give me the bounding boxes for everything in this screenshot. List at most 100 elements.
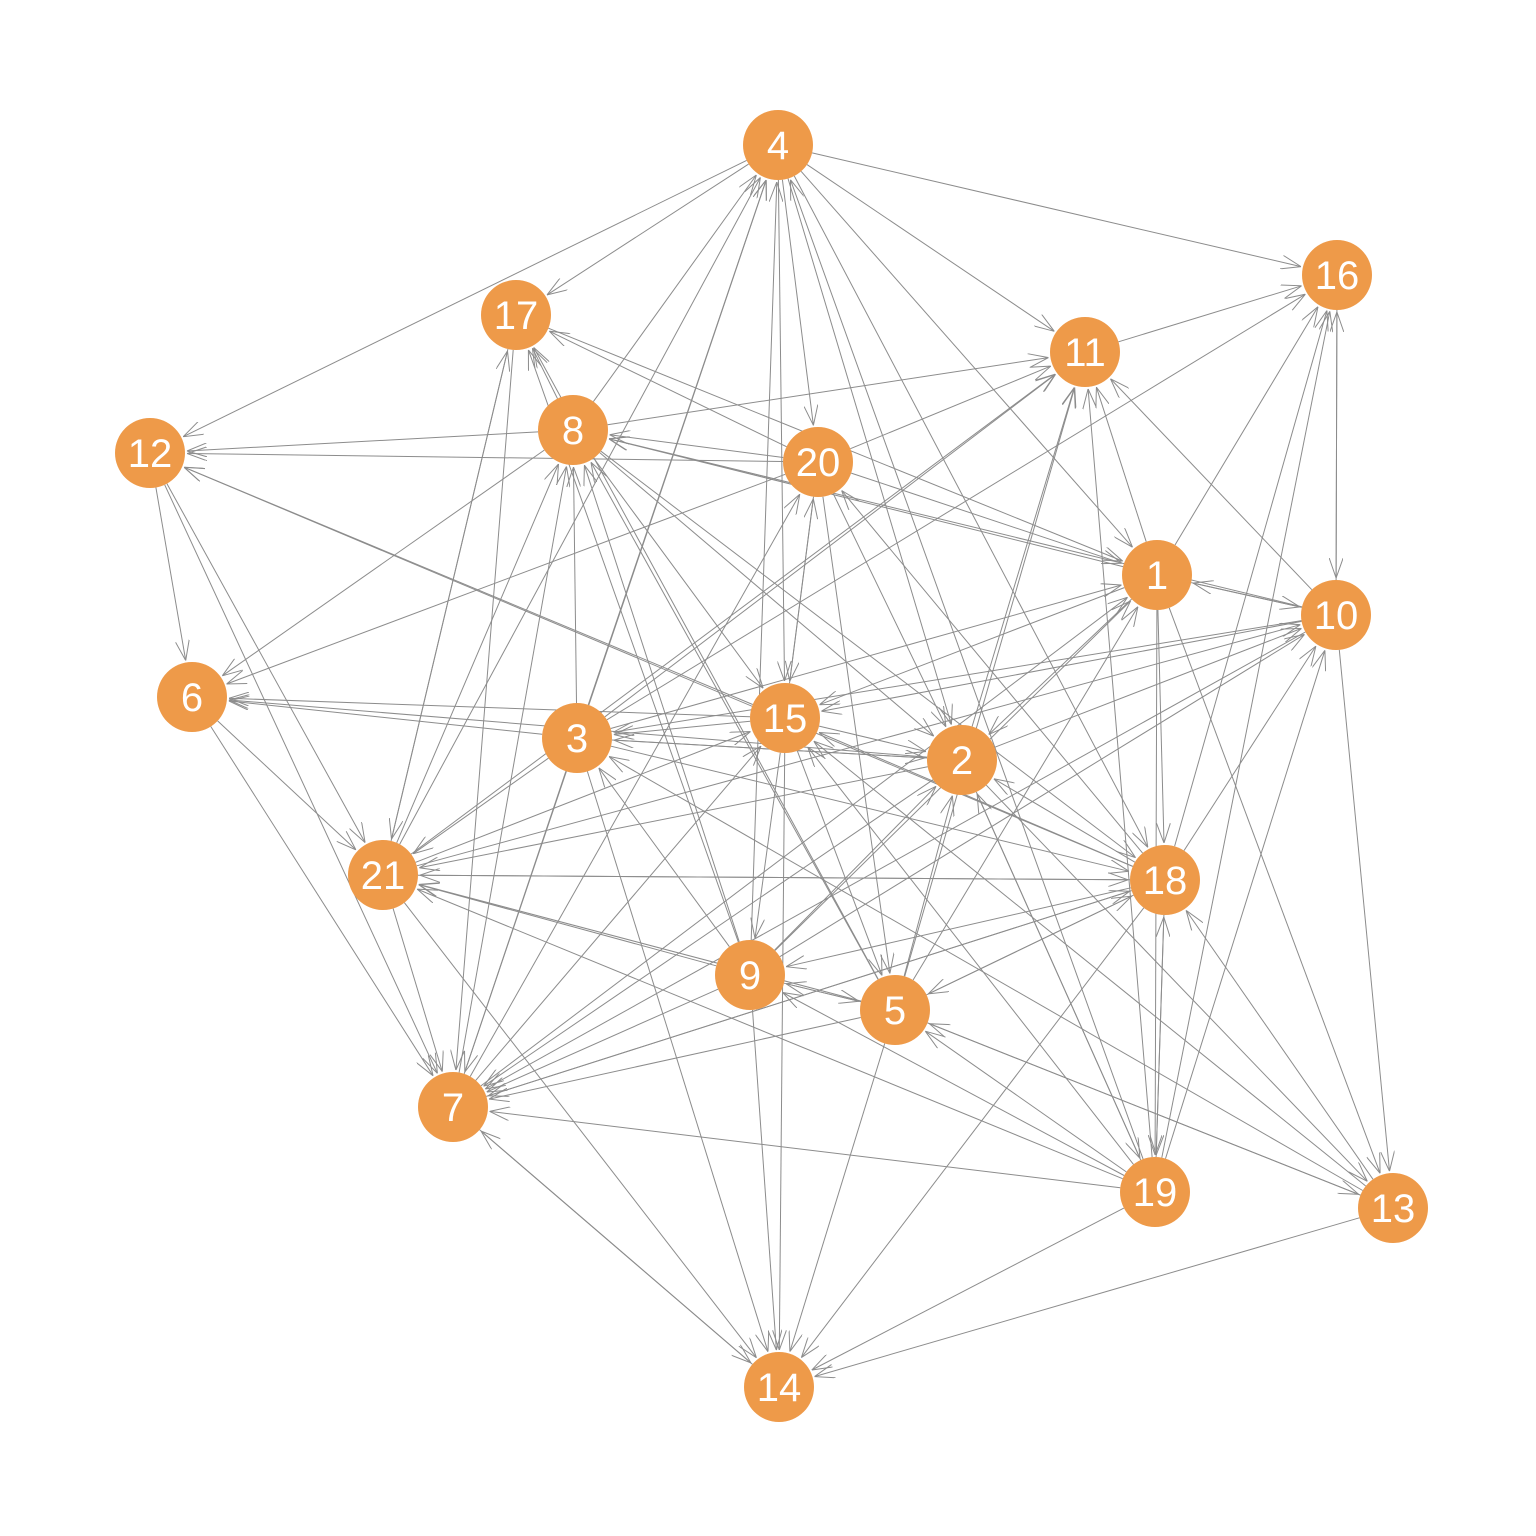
node-circle: [783, 427, 853, 497]
edge-3-to-1: [610, 585, 1122, 729]
node-circle: [715, 940, 785, 1010]
edge-19-to-14: [812, 1207, 1125, 1370]
node-13: 13: [1358, 1173, 1428, 1243]
edge-15-to-3: [614, 720, 751, 734]
edge-9-to-8: [584, 465, 740, 942]
edge-19-to-11: [1088, 389, 1153, 1158]
node-19: 19: [1120, 1157, 1190, 1227]
node-circle: [1358, 1173, 1428, 1243]
edge-8-to-15: [593, 457, 763, 688]
node-label: 1: [1146, 554, 1168, 598]
edge-2-to-13: [985, 784, 1367, 1181]
edge-1-to-15: [820, 587, 1125, 705]
node-circle: [348, 840, 418, 910]
node-circle: [750, 683, 820, 753]
edge-8-to-6: [222, 449, 545, 676]
node-18: 18: [1130, 845, 1200, 915]
edge-11-to-16: [1118, 286, 1302, 343]
edge-10-to-1: [1193, 583, 1302, 608]
node-21: 21: [348, 840, 418, 910]
edge-9-to-2: [774, 786, 936, 951]
edge-15-to-2: [818, 725, 926, 751]
node-label: 4: [767, 124, 789, 168]
edge-3-to-8: [574, 467, 577, 704]
node-label: 13: [1371, 1187, 1416, 1231]
node-17: 17: [481, 280, 551, 350]
edge-12-to-21: [166, 483, 365, 843]
edge-18-to-12: [184, 467, 1133, 867]
node-2: 2: [927, 725, 997, 795]
edge-15-to-20: [789, 499, 814, 684]
edge-8-to-12: [187, 431, 539, 451]
edge-15-to-12: [184, 467, 753, 705]
edge-20-to-6: [227, 473, 786, 684]
edge-4-to-20: [781, 179, 813, 426]
node-label: 17: [494, 294, 539, 338]
edge-17-to-7: [456, 349, 514, 1070]
edge-7-to-1: [480, 597, 1128, 1087]
edge-5-to-1: [912, 607, 1138, 981]
edge-18-to-14: [801, 907, 1145, 1358]
node-label: 20: [796, 441, 841, 485]
edge-18-to-2: [994, 779, 1136, 863]
node-label: 9: [739, 954, 761, 998]
edge-2-to-21: [419, 766, 928, 868]
edge-9-to-3: [599, 768, 730, 947]
edge-9-to-14: [752, 1009, 777, 1350]
edge-1-to-11: [1096, 387, 1147, 542]
edge-1-to-18: [1158, 609, 1164, 843]
node-circle: [157, 662, 227, 732]
node-circle: [542, 703, 612, 773]
node-5: 5: [860, 975, 930, 1045]
edge-21-to-15: [415, 732, 751, 863]
node-label: 11: [1064, 331, 1106, 375]
edge-4-to-12: [183, 159, 747, 436]
node-circle: [1050, 317, 1120, 387]
node-circle: [743, 110, 813, 180]
edge-8-to-17: [532, 348, 558, 399]
edge-8-to-11: [607, 358, 1049, 426]
edge-18-to-10: [1183, 646, 1316, 851]
edge-21-to-8: [396, 464, 559, 843]
edge-4-to-1: [800, 170, 1132, 547]
node-label: 18: [1143, 859, 1188, 903]
edge-3-to-18: [610, 745, 1129, 871]
edge-4-to-17: [547, 163, 749, 295]
edge-15-to-14: [779, 752, 784, 1350]
edge-10-to-8: [609, 439, 1303, 608]
edge-20-to-1: [851, 472, 1122, 563]
edge-3-to-7: [465, 771, 567, 1072]
node-label: 14: [757, 1366, 802, 1410]
edge-10-to-15: [821, 620, 1302, 711]
edge-19-to-15: [808, 747, 1134, 1165]
edge-15-to-6: [229, 698, 751, 718]
edge-3-to-21: [413, 757, 549, 854]
edge-19-to-7: [490, 1111, 1121, 1189]
edge-5-to-21: [419, 884, 862, 1002]
edge-5-to-14: [790, 1043, 886, 1352]
edge-4-to-15: [778, 179, 784, 681]
edge-20-to-8: [610, 435, 784, 458]
edge-2-to-11: [971, 387, 1074, 727]
edge-19-to-21: [417, 889, 1123, 1180]
node-circle: [115, 418, 185, 488]
node-circle: [418, 1072, 488, 1142]
edge-9-to-10: [779, 634, 1305, 958]
edge-10-to-16: [1336, 312, 1337, 581]
node-label: 6: [181, 676, 203, 720]
node-4: 4: [743, 110, 813, 180]
edge-15-to-9: [755, 752, 781, 939]
node-label: 16: [1315, 254, 1360, 298]
edge-9-to-7: [487, 988, 719, 1092]
node-16: 16: [1302, 240, 1372, 310]
edge-19-to-4: [791, 180, 1144, 1160]
node-label: 21: [361, 854, 406, 898]
edge-3-to-16: [606, 294, 1306, 721]
node-circle: [744, 1352, 814, 1422]
node-circle: [927, 725, 997, 795]
edge-10-to-13: [1338, 649, 1389, 1171]
edge-layer: [155, 152, 1390, 1377]
edge-13-to-3: [609, 757, 1363, 1191]
edge-21-to-4: [399, 178, 761, 845]
